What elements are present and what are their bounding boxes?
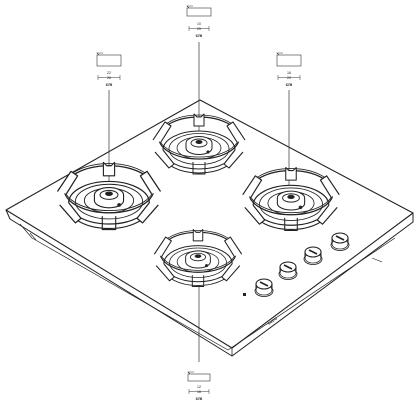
brand-label: SMEG [267,316,278,326]
callout-left-unit: cm [106,82,113,87]
dimension-arrow [97,75,121,80]
control-knob-1 [254,278,274,297]
callout-front-unit: cm [196,396,203,401]
indicator-mark [243,293,246,296]
callout-rear-line2: 20 [197,27,201,31]
hob-glass-plate [5,99,414,357]
callout-front: 12 16 cm [187,371,211,401]
burner-front [153,229,243,287]
control-knob-2 [278,261,298,280]
callout-front-line2: 16 [197,390,201,394]
callout-right: 16 20 cm [276,52,302,87]
pan-icon [187,371,211,382]
callout-rear-line1: 10 [197,22,201,26]
control-knob-3 [303,246,323,265]
callout-left: 22 26 cm [96,52,122,87]
callout-left-line1: 22 [107,71,111,75]
callout-rear-unit: cm [196,33,203,38]
control-knobs [254,232,350,297]
burner-rear [152,113,246,175]
pan-icon [96,52,122,67]
callout-left-line2: 26 [107,76,111,80]
callout-right-line2: 20 [287,76,291,80]
dimension-arrow [188,26,210,31]
dimension-arrow [277,75,301,80]
callout-right-unit: cm [286,82,293,87]
burner-left [56,161,162,231]
burner-right [242,166,340,232]
pan-icon [186,5,212,17]
callout-right-line1: 16 [287,71,291,75]
dimension-arrow [188,389,210,394]
callout-rear: 10 20 cm [186,5,212,38]
callout-front-line1: 12 [197,385,201,389]
control-knob-4 [330,232,350,251]
burners [56,113,340,287]
pan-icon [276,52,302,67]
